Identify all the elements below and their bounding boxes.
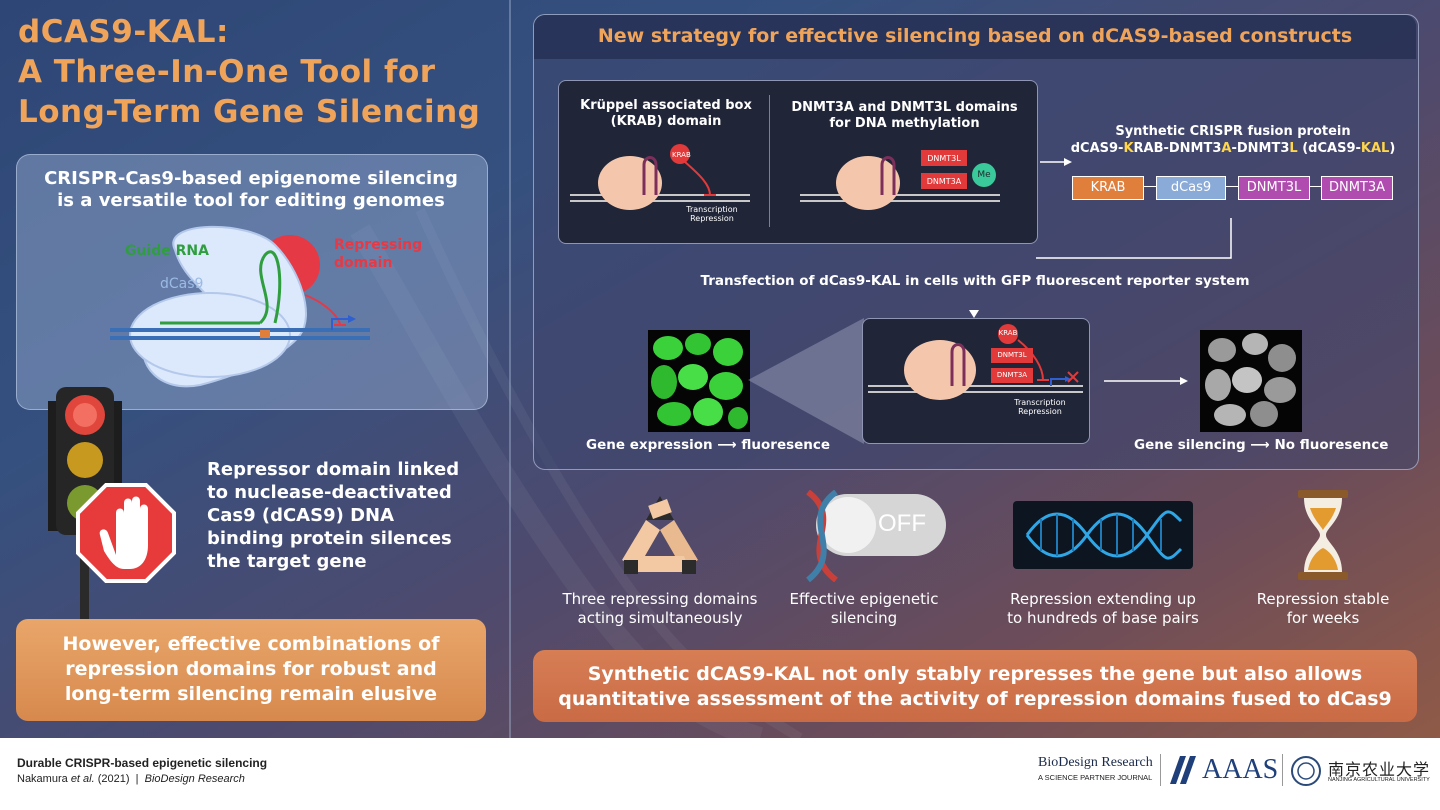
hourglass-icon [1298, 490, 1348, 580]
logo-aaas: AAAS [1202, 754, 1279, 785]
footer [0, 738, 1440, 810]
dna-helix-icon [1013, 501, 1193, 569]
three-hands-icon [622, 496, 698, 574]
transfection-label: Transfection of dCas9-KAL in cells with … [700, 273, 1250, 289]
bar-dcas9: dCas9 [1156, 176, 1226, 200]
crispr-complex-diagram [110, 225, 370, 388]
transcription-repression-1: Transcription Repression [686, 205, 738, 223]
label-repressing: Repressing [334, 237, 423, 253]
logo-university-en: NANJING AGRICULTURAL UNIVERSITY [1328, 777, 1430, 783]
panel-divider [509, 0, 511, 738]
title-line-2: A Three-In-One Tool for [18, 54, 436, 90]
label-dcas9: dCas9 [160, 276, 204, 292]
transfection-mechanism-box [862, 318, 1090, 444]
logo-separator-2 [1282, 754, 1283, 786]
logo-biodesign-research: BioDesign Research [1038, 755, 1153, 770]
title-line-1: dCAS9-KAL: [18, 14, 229, 50]
repressor-text: Repressor domain linked to nuclease-deac… [207, 459, 460, 572]
zoom-cone [748, 318, 864, 444]
down-arrow-icon [969, 310, 979, 318]
dnmt3a-tag-mechanism: DNMT3A [996, 371, 1028, 379]
logo-separator-1 [1160, 754, 1161, 786]
bar-krab: KRAB [1072, 176, 1144, 200]
gene-expression-label: Gene expression ⟶ fluoresence [586, 437, 831, 453]
flow-arrows [1036, 158, 1232, 259]
feature-4-caption: Repression stable for weeks [1256, 590, 1390, 627]
fusion-name: dCAS9-KRAB-DNMT3A-DNMT3L (dCAS9-KAL) [1070, 141, 1396, 156]
off-label: OFF [878, 510, 926, 537]
dnmt-title: DNMT3A and DNMT3L domains for DNA methyl… [791, 100, 1018, 131]
bar-dnmt3a: DNMT3A [1321, 176, 1393, 200]
aaas-logo-icon [1170, 756, 1196, 784]
intro-line-2: is a versatile tool for editing genomes [57, 190, 445, 211]
off-toggle-dna-icon [806, 490, 946, 582]
synthetic-fusion-label: Synthetic CRISPR fusion protein [1115, 124, 1351, 139]
domains-separator [769, 95, 770, 227]
university-seal-icon [1291, 756, 1321, 786]
krab-title: Krüppel associated box (KRAB) domain [580, 98, 752, 129]
grey-cells-image [1200, 330, 1302, 432]
dnmt3l-tag-small: DNMT3L [927, 154, 961, 163]
title-line-3: Long-Term Gene Silencing [18, 94, 481, 130]
conclusion-box [533, 650, 1417, 722]
strategy-heading: New strategy for effective silencing bas… [597, 25, 1353, 47]
logo-biodesign-sub: A SCIENCE PARTNER JOURNAL [1038, 773, 1153, 782]
traffic-light-stop-icon [48, 387, 176, 620]
label-domain: domain [334, 255, 393, 271]
however-text: However, effective combinations of repre… [62, 633, 440, 705]
me-tag: Me [977, 170, 991, 180]
gene-silencing-label: Gene silencing ⟶ No fluoresence [1134, 437, 1389, 453]
krab-mini-diagram [570, 144, 750, 210]
intro-line-1: CRISPR-Cas9-based epigenome silencing [44, 168, 458, 189]
footer-citation: Nakamura et al. (2021) | BioDesign Resea… [17, 773, 245, 785]
feature-1-caption: Three repressing domains acting simultan… [562, 590, 758, 627]
feature-2-caption: Effective epigenetic silencing [789, 590, 939, 627]
dnmt3a-tag-small: DNMT3A [926, 177, 962, 186]
strategy-header [534, 15, 1416, 59]
transcription-repression-2: Transcription Repression [1014, 398, 1066, 416]
krab-tag-mechanism: KRAB [998, 329, 1018, 337]
label-guide-rna: Guide RNA [125, 243, 209, 259]
however-box [16, 619, 486, 721]
result-arrow [1104, 377, 1188, 385]
kal-mechanism-diagram [868, 324, 1083, 400]
conclusion-text: Synthetic dCAS9-KAL not only stably repr… [558, 663, 1392, 710]
krab-tag-small: KRAB [672, 151, 691, 159]
bar-dnmt3l: DNMT3L [1238, 176, 1310, 200]
logo-university-cn: 南京农业大学 [1328, 760, 1431, 779]
footer-title: Durable CRISPR-based epigenetic silencin… [17, 756, 268, 770]
dnmt3l-tag-mechanism: DNMT3L [997, 351, 1027, 359]
feature-3-caption: Repression extending up to hundreds of b… [1007, 590, 1199, 627]
dnmt-mini-diagram [800, 150, 1000, 210]
green-cells-image [648, 330, 750, 432]
